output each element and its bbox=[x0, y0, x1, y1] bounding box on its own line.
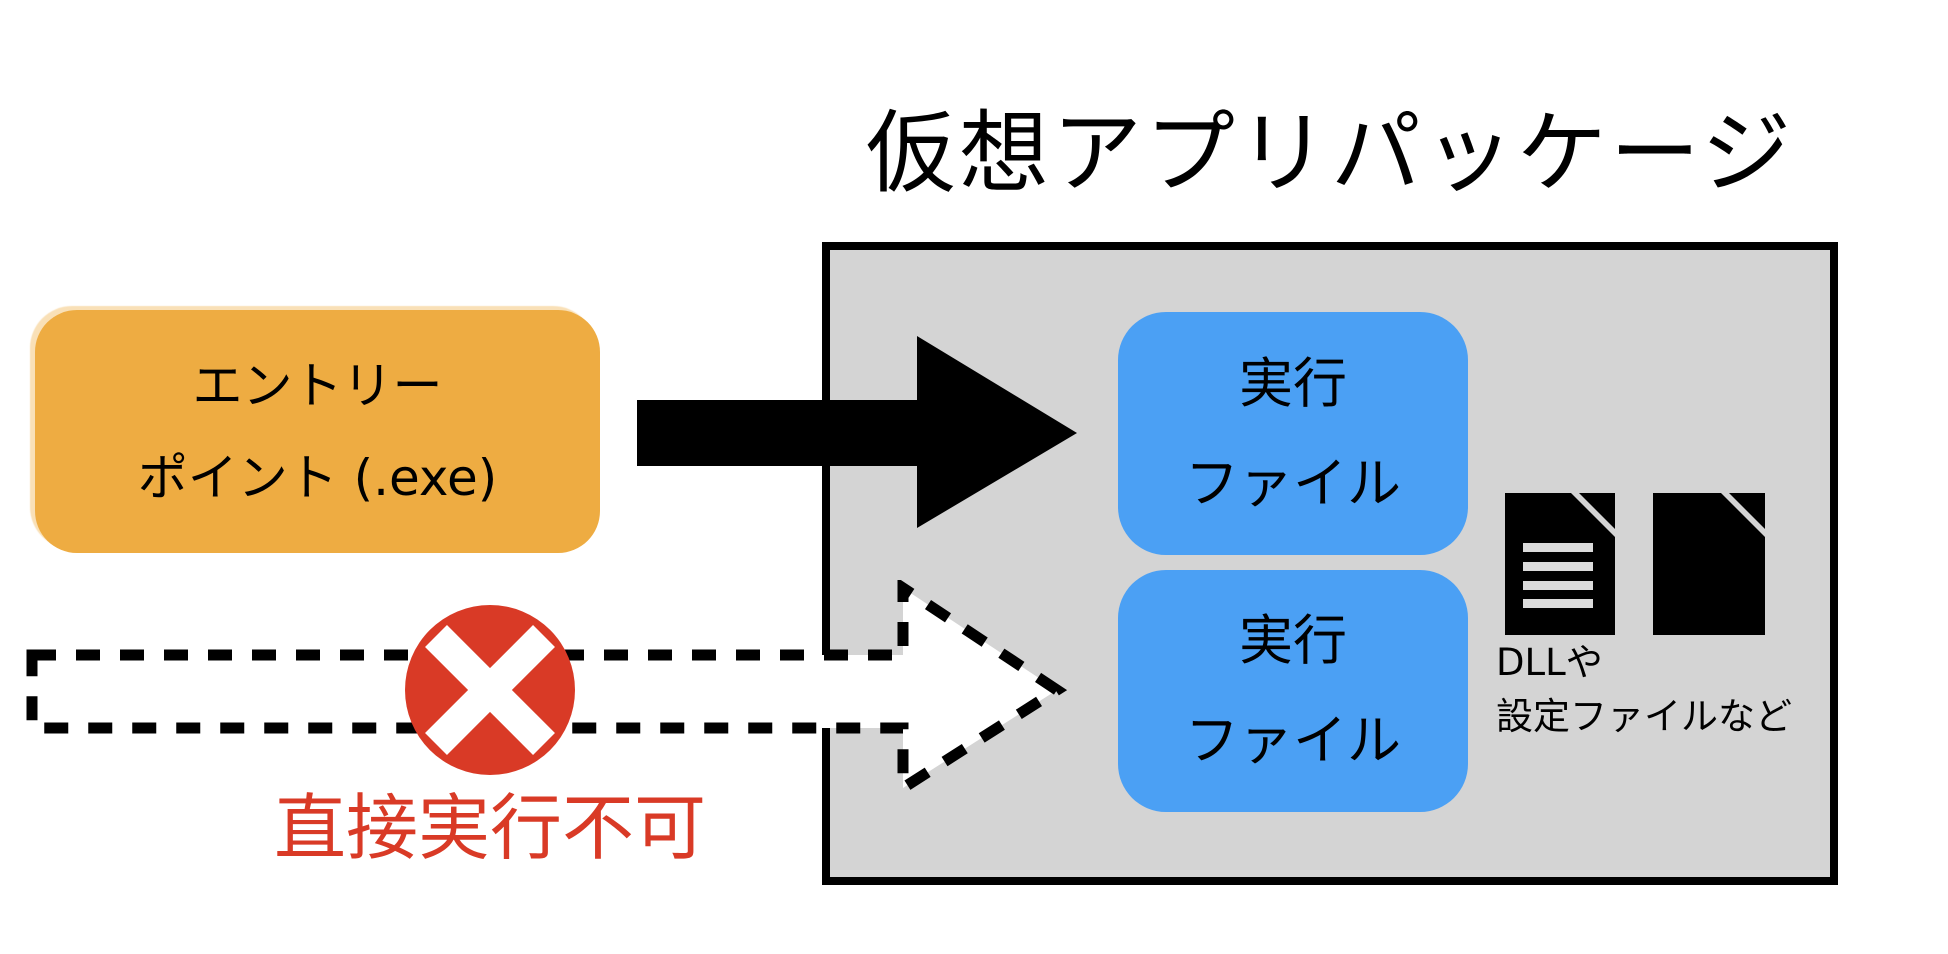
document-lines-icon bbox=[1505, 493, 1615, 635]
other-files-caption: DLLや 設定ファイルなど bbox=[1496, 636, 1896, 744]
exec-file-1-line2: ファイル bbox=[1185, 451, 1401, 515]
document-text-line bbox=[1523, 599, 1593, 608]
entry-point-line1: エントリー bbox=[192, 356, 443, 415]
prohibited-x-icon bbox=[405, 605, 575, 775]
document-fold-corner bbox=[1579, 493, 1615, 529]
entry-point-box: エントリー ポイント (.exe) bbox=[35, 310, 600, 553]
other-files-caption-line1: DLLや bbox=[1496, 641, 1603, 684]
exec-file-box-1: 実行 ファイル bbox=[1118, 312, 1468, 555]
solid-arrow-icon bbox=[637, 336, 1077, 528]
forbidden-label: 直接実行不可 bbox=[273, 786, 706, 870]
entry-point-line2: ポイント (.exe) bbox=[137, 448, 498, 507]
exec-file-2-line2: ファイル bbox=[1185, 709, 1401, 772]
document-text-line bbox=[1523, 581, 1593, 590]
diagram-title: 仮想アプリパッケージ bbox=[865, 101, 1795, 206]
document-text-line bbox=[1523, 543, 1593, 552]
document-body bbox=[1653, 493, 1765, 635]
exec-file-box-2: 実行 ファイル bbox=[1118, 570, 1468, 812]
exec-file-1-line1: 実行 bbox=[1239, 351, 1347, 415]
solid-arrow-shape bbox=[637, 336, 1077, 528]
other-files-caption-line2: 設定ファイルなど bbox=[1496, 695, 1792, 738]
exec-file-2-line1: 実行 bbox=[1239, 609, 1347, 672]
document-text-line bbox=[1523, 562, 1593, 571]
document-blank-icon bbox=[1653, 493, 1765, 635]
x-stroke bbox=[425, 625, 555, 755]
document-fold-corner bbox=[1729, 493, 1765, 529]
